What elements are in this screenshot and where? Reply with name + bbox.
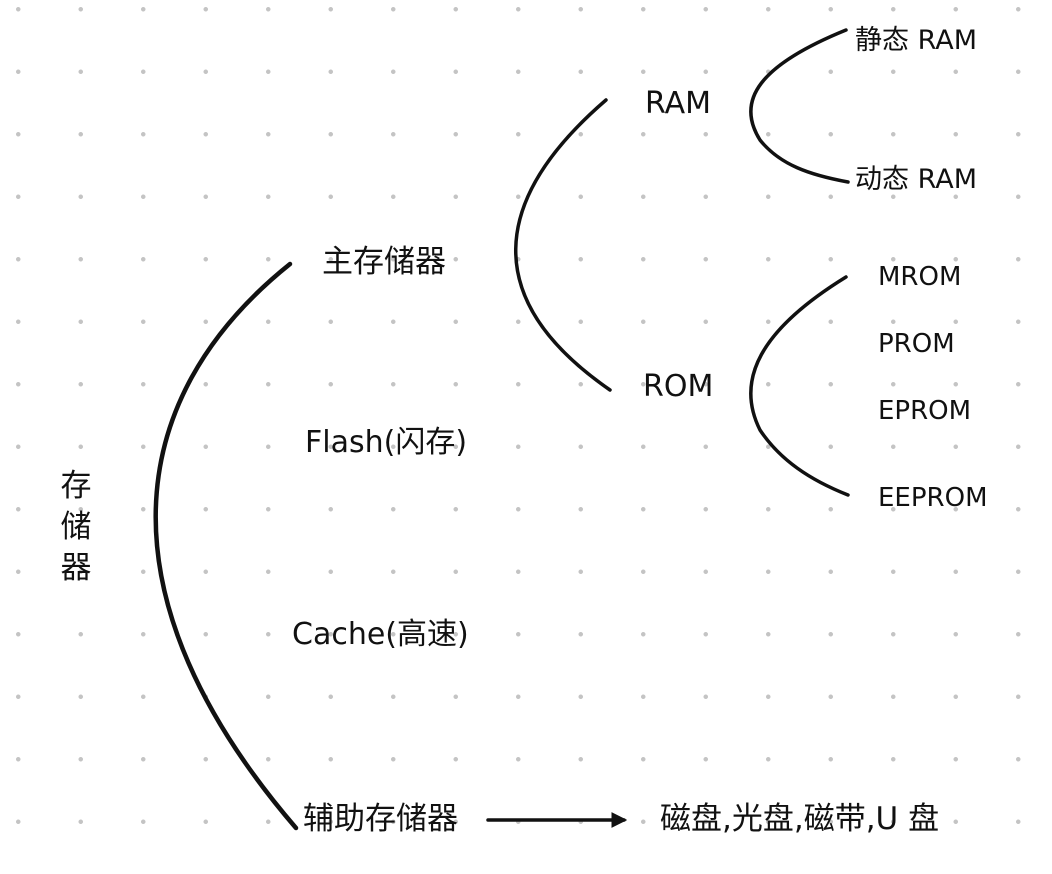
root-char: 存 [60, 468, 92, 504]
node-mrom: MROM [878, 262, 962, 292]
root-char: 储 [60, 509, 92, 545]
node-flash: Flash(闪存) [305, 425, 468, 460]
brace-rom [749, 275, 850, 497]
brace-ram [749, 28, 850, 184]
node-main-memory: 主存储器 [322, 244, 446, 280]
node-static-ram: 静态 RAM [855, 25, 978, 56]
node-eprom: EPROM [878, 396, 972, 426]
root-char: 器 [60, 550, 92, 586]
node-eeprom: EEPROM [878, 483, 988, 513]
node-auxiliary-memory: 辅助存储器 [303, 801, 458, 837]
node-ram: RAM [645, 86, 712, 121]
node-rom: ROM [643, 369, 714, 404]
node-prom: PROM [878, 329, 955, 359]
brace-root [153, 261, 299, 831]
node-auxiliary-examples: 磁盘,光盘,磁带,U 盘 [660, 801, 940, 837]
brace-main-memory [514, 98, 612, 392]
node-dynamic-ram: 动态 RAM [855, 164, 978, 195]
node-cache: Cache(高速) [292, 617, 469, 652]
root-label-storage: 存 储 器 [58, 466, 94, 589]
